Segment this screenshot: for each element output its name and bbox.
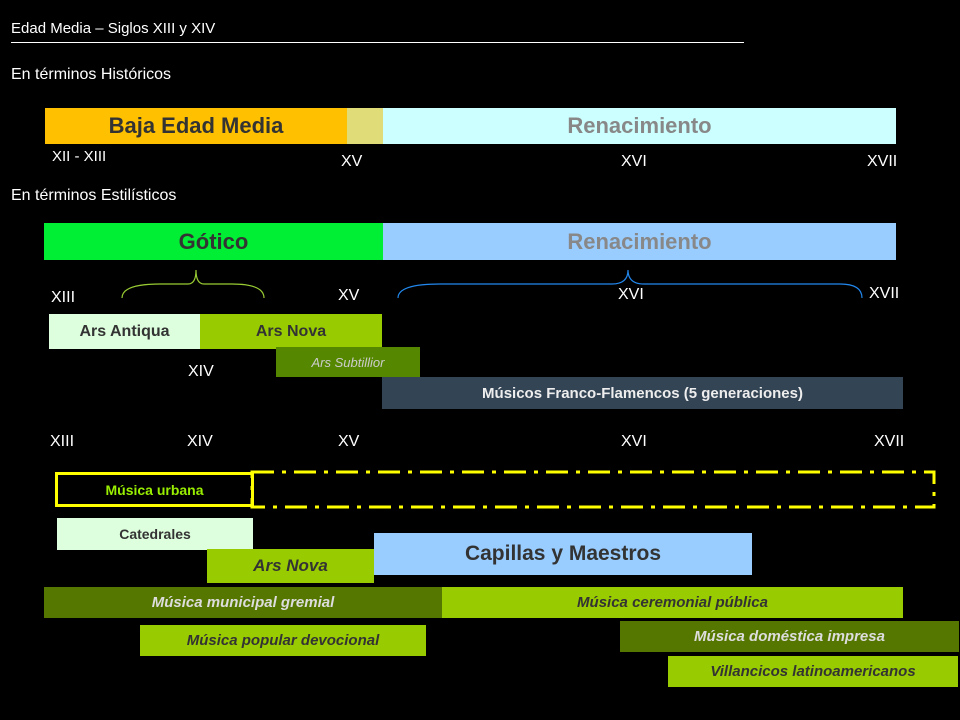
historic-heading: En términos Históricos [11,66,172,83]
century-label: XVII [874,433,905,450]
gotico-brace [121,269,265,299]
century-label: XV [341,153,363,170]
century-label: XV [338,433,360,450]
musica-domestica-bar: Música doméstica impresa [620,621,959,652]
musica-urbana-box: Música urbana [55,472,254,507]
century-label: XVII [867,153,898,170]
franco-flamencos-bar: Músicos Franco-Flamencos (5 generaciones… [382,377,903,409]
musica-ceremonial-bar: Música ceremonial pública [442,587,903,618]
baja-edad-media-bar: Baja Edad Media [45,108,347,144]
century-label: XVI [621,153,647,170]
century-label: XIII [51,289,76,306]
century-label: XIV [188,363,214,380]
ars-antiqua-bar: Ars Antiqua [49,314,200,349]
century-label: XVI [618,286,644,303]
century-label: XVI [621,433,647,450]
title-underline [11,42,744,43]
musica-municipal-bar: Música municipal gremial [44,587,442,618]
capillas-maestros-bar: Capillas y Maestros [374,533,752,575]
musica-popular-bar: Música popular devocional [140,625,426,656]
renacimiento-historic-bar: Renacimiento [383,108,896,144]
musica-urbana-dashed-frame [250,470,936,509]
ars-nova-timeline-bar: Ars Nova [207,549,374,583]
century-label: XVII [869,285,900,302]
century-label: XV [338,287,360,304]
gotico-bar: Gótico [44,223,383,260]
page-title: Edad Media – Siglos XIII y XIV [11,20,216,37]
villancicos-bar: Villancicos latinoamericanos [668,656,958,687]
century-label: XIII [50,433,75,450]
catedrales-bar: Catedrales [57,518,253,550]
century-label: XIV [187,433,213,450]
ars-nova-bar: Ars Nova [200,314,382,349]
century-label: XII - XIII [52,148,107,165]
ars-subtillior-bar: Ars Subtillior [276,347,420,377]
renacimiento-brace [397,269,863,299]
renacimiento-stylistic-bar: Renacimiento [383,223,896,260]
transition-segment [347,108,383,144]
stylistic-heading: En términos Estilísticos [11,187,177,204]
